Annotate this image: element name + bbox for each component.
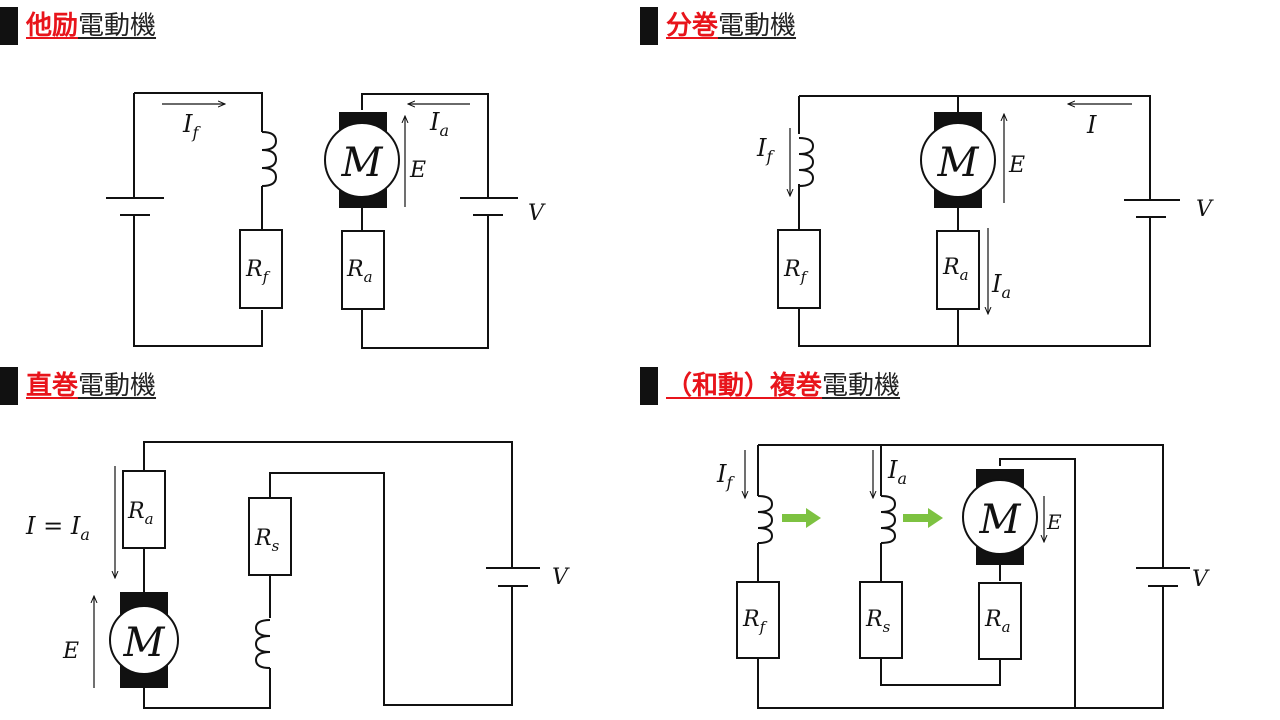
wire bbox=[798, 95, 1151, 347]
armature-resistor bbox=[341, 230, 385, 310]
battery bbox=[486, 567, 540, 587]
wire bbox=[133, 92, 263, 347]
label-armature-resistor: Ra bbox=[984, 607, 1011, 636]
label-motor: M bbox=[123, 620, 166, 666]
label-armature-resistor: Ra bbox=[346, 257, 373, 286]
armature-resistor bbox=[122, 470, 166, 549]
labels: If Ia M E V Rf Ra I If M E V Rf Ra Ia I … bbox=[25, 108, 1214, 666]
title-black: 電動機 bbox=[78, 11, 157, 41]
title-marker bbox=[0, 367, 18, 405]
title-red: （和動）複巻 bbox=[666, 371, 823, 401]
series-resistor bbox=[248, 497, 292, 576]
series-circuit bbox=[94, 441, 540, 709]
separately-excited-circuit bbox=[106, 92, 518, 349]
label-armature-current: Ia bbox=[991, 270, 1011, 302]
field-coil bbox=[261, 131, 278, 187]
label-voltage: V bbox=[1192, 567, 1210, 592]
series-field-coil bbox=[254, 619, 271, 669]
field-coil bbox=[798, 137, 815, 187]
label-emf: E bbox=[1046, 510, 1062, 534]
label-armature-resistor: Ra bbox=[942, 255, 969, 284]
title-compound: （和動）複巻電動機 bbox=[640, 366, 900, 406]
label-emf: E bbox=[62, 639, 79, 664]
title-separately-excited: 他励電動機 bbox=[0, 6, 156, 46]
wire bbox=[143, 441, 513, 709]
motor bbox=[109, 592, 179, 688]
wire bbox=[361, 93, 489, 349]
battery bbox=[1136, 567, 1190, 587]
label-voltage: V bbox=[528, 201, 546, 226]
field-resistor bbox=[777, 229, 821, 309]
label-voltage: V bbox=[1196, 197, 1214, 222]
label-series-resistor: Rs bbox=[865, 607, 891, 636]
title-marker bbox=[640, 7, 658, 45]
label-armature-resistor: Ra bbox=[127, 499, 154, 528]
label-emf: E bbox=[1008, 153, 1025, 178]
motor bbox=[962, 469, 1038, 565]
label-armature-current: Ia bbox=[429, 108, 449, 140]
title-black: 電動機 bbox=[718, 11, 797, 41]
label-emf: E bbox=[409, 158, 426, 183]
label-line-current: I bbox=[1086, 111, 1097, 139]
title-black: 電動機 bbox=[78, 371, 157, 401]
label-armature-current: Ia bbox=[887, 456, 907, 488]
armature-battery bbox=[460, 197, 518, 216]
flux-arrow bbox=[903, 508, 943, 528]
title-series: 直巻電動機 bbox=[0, 366, 156, 406]
label-field-current: If bbox=[182, 110, 201, 142]
field-resistor bbox=[239, 229, 283, 309]
compound-circuit bbox=[736, 444, 1190, 709]
series-field-coil bbox=[880, 495, 897, 544]
label-motor: M bbox=[979, 497, 1022, 543]
motor bbox=[920, 112, 996, 208]
title-marker bbox=[640, 367, 658, 405]
motor bbox=[324, 112, 400, 208]
title-black: 電動機 bbox=[822, 371, 901, 401]
title-red: 他励 bbox=[26, 11, 79, 41]
shunt-circuit bbox=[777, 95, 1180, 347]
series-resistor bbox=[859, 581, 903, 659]
wire bbox=[757, 444, 1164, 709]
label-field-current: If bbox=[756, 134, 775, 166]
field-resistor bbox=[736, 581, 780, 659]
label-voltage: V bbox=[552, 565, 570, 590]
flux-arrow bbox=[782, 508, 821, 528]
label-field-resistor: Rf bbox=[742, 607, 768, 636]
field-battery bbox=[106, 197, 164, 216]
battery bbox=[1124, 199, 1180, 218]
title-red: 直巻 bbox=[26, 371, 79, 401]
label-motor: M bbox=[341, 140, 384, 186]
title-shunt: 分巻電動機 bbox=[640, 6, 796, 46]
armature-resistor bbox=[978, 582, 1022, 660]
title-marker bbox=[0, 7, 18, 45]
label-motor: M bbox=[937, 140, 980, 186]
armature-resistor bbox=[936, 230, 980, 310]
label-field-resistor: Rf bbox=[245, 257, 271, 286]
label-field-resistor: Rf bbox=[783, 257, 809, 286]
label-series-resistor: Rs bbox=[254, 526, 280, 555]
label-field-current: If bbox=[716, 460, 735, 492]
label-current-equation: I = Ia bbox=[25, 512, 90, 544]
shunt-field-coil bbox=[757, 495, 774, 544]
title-red: 分巻 bbox=[666, 11, 719, 41]
